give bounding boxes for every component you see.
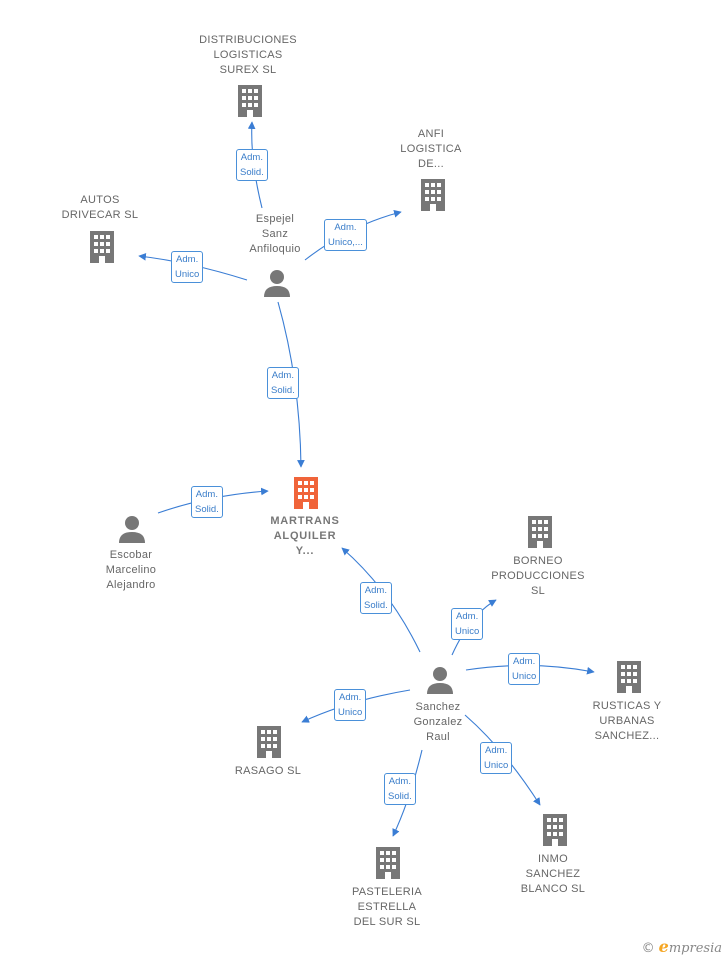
- person-label-espejel[interactable]: Espejel Sanz Anfiloquio: [249, 213, 301, 255]
- building-icon[interactable]: [418, 178, 448, 212]
- edge-label-espejel-distribuciones: Adm. Solid.: [236, 149, 268, 181]
- person-icon[interactable]: [425, 665, 455, 695]
- person-label-escobar[interactable]: Escobar Marcelino Alejandro: [105, 549, 157, 591]
- edge-label-espejel-anfi: Adm. Unico,...: [324, 219, 367, 251]
- center-company-label[interactable]: MARTRANS ALQUILER Y...: [270, 515, 340, 557]
- copyright-symbol: ©: [641, 941, 655, 956]
- building-icon[interactable]: [254, 725, 284, 759]
- company-label-anfi[interactable]: ANFI LOGISTICA DE...: [400, 128, 462, 170]
- brand-initial: e: [658, 937, 669, 956]
- building-icon[interactable]: [87, 230, 117, 264]
- building-icon[interactable]: [614, 660, 644, 694]
- edge-label-espejel-autos: Adm. Unico: [171, 251, 204, 283]
- building-icon[interactable]: [235, 84, 265, 118]
- person-icon[interactable]: [117, 514, 147, 544]
- company-label-pasteleria[interactable]: PASTELERIA ESTRELLA DEL SUR SL: [351, 886, 423, 928]
- brand-name: mpresia: [668, 941, 722, 956]
- building-icon[interactable]: [525, 515, 555, 549]
- edge-label-escobar-center: Adm. Solid.: [191, 486, 223, 518]
- building-icon[interactable]: [373, 846, 403, 880]
- edge-label-sanchez-rasago: Adm. Unico: [334, 689, 367, 721]
- company-label-inmo[interactable]: INMO SANCHEZ BLANCO SL: [520, 853, 586, 895]
- edge-label-sanchez-rusticas: Adm. Unico: [508, 653, 541, 685]
- brand-logo: ©empresia: [642, 937, 722, 956]
- edge-label-sanchez-center: Adm. Solid.: [360, 582, 392, 614]
- company-label-rasago[interactable]: RASAGO SL: [234, 765, 302, 777]
- edge-label-sanchez-pasteleria: Adm. Solid.: [384, 773, 416, 805]
- building-icon[interactable]: [540, 813, 570, 847]
- company-label-borneo[interactable]: BORNEO PRODUCCIONES SL: [491, 555, 585, 597]
- person-label-sanchez[interactable]: Sanchez Gonzalez Raul: [413, 701, 463, 743]
- building-icon[interactable]: [291, 476, 321, 510]
- edge-label-sanchez-borneo: Adm. Unico: [451, 608, 484, 640]
- edge-label-espejel-center: Adm. Solid.: [267, 367, 299, 399]
- company-label-autos[interactable]: AUTOS DRIVECAR SL: [61, 194, 139, 221]
- edge-label-sanchez-inmo: Adm. Unico: [480, 742, 513, 774]
- company-label-distribuciones[interactable]: DISTRIBUCIONES LOGISTICAS SUREX SL: [199, 34, 297, 76]
- person-icon[interactable]: [262, 268, 292, 298]
- company-label-rusticas[interactable]: RUSTICAS Y URBANAS SANCHEZ...: [592, 700, 662, 742]
